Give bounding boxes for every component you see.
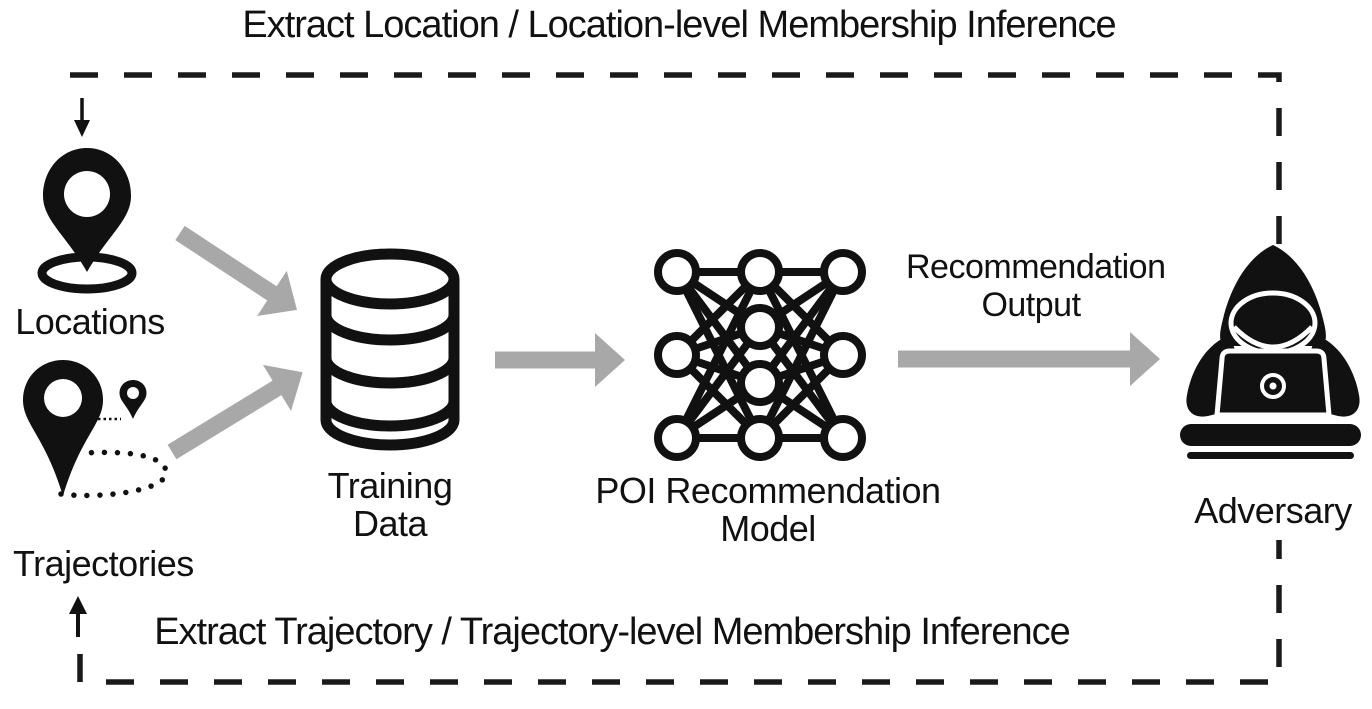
adversary-label: Adversary (1194, 490, 1352, 531)
locations-label: Locations (15, 301, 165, 342)
up-arrow-icon (69, 596, 87, 637)
hacker-icon (1180, 245, 1361, 459)
poi-model-label-line1: POI Recommendation (595, 470, 941, 511)
trajectory-icon (23, 360, 169, 499)
recommendation-output-line2: Output (981, 286, 1081, 324)
recommendation-output-label: Recommendation Output (906, 248, 1166, 324)
neural-network-icon (654, 249, 866, 461)
top-flow-heading: Extract Location / Location-level Member… (242, 4, 1116, 46)
poi-model-label: POI Recommendation Model (568, 472, 968, 548)
dashed-loop-bottom (77, 540, 1282, 685)
arrow-data-to-model (495, 333, 625, 387)
arrow-trajectories-to-data (167, 364, 303, 460)
arrow-model-to-adversary (898, 332, 1160, 386)
training-data-label-line1: Training (327, 465, 453, 506)
recommendation-output-line1: Recommendation (906, 248, 1166, 286)
arrow-locations-to-data (175, 225, 298, 316)
training-data-label: Training Data (290, 467, 490, 543)
location-pin-icon (37, 148, 137, 294)
down-arrow-icon (74, 98, 90, 137)
trajectories-label: Trajectories (13, 543, 194, 584)
database-icon (320, 248, 460, 451)
dashed-loop-top (70, 72, 1282, 248)
training-data-label-line2: Data (352, 503, 428, 544)
bottom-flow-heading: Extract Trajectory / Trajectory-level Me… (154, 611, 1071, 653)
poi-model-label-line2: Model (720, 508, 816, 549)
